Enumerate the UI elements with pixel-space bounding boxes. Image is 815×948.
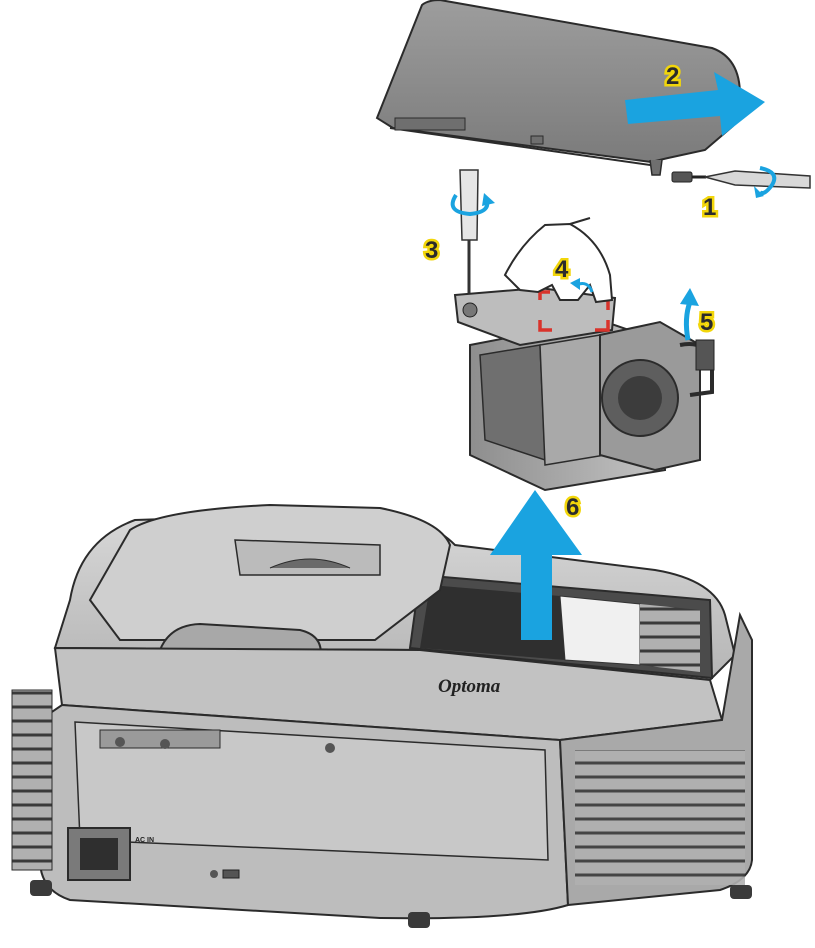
slide-cover-arrow [625, 72, 765, 136]
step-1-label: 1 [703, 194, 716, 221]
cover-screw [671, 171, 706, 183]
lamp-module [453, 286, 715, 492]
remove-lamp-arrow [490, 490, 582, 640]
screwdriver-1-icon [704, 166, 811, 198]
step-3-label: 3 [425, 237, 438, 264]
disconnect-cable-arrow [680, 288, 699, 341]
projector-body [11, 503, 753, 928]
lamp-cover [375, 0, 742, 176]
step-2-label: 2 [666, 63, 679, 90]
step-5-label: 5 [700, 309, 713, 336]
screwdriver-3-icon [450, 169, 495, 300]
power-label: AC IN [135, 837, 154, 844]
step-6-label: 6 [566, 494, 579, 521]
hand-icon [503, 217, 614, 304]
step-4-label: 4 [555, 256, 569, 283]
projector-brand: Optoma [438, 676, 501, 697]
